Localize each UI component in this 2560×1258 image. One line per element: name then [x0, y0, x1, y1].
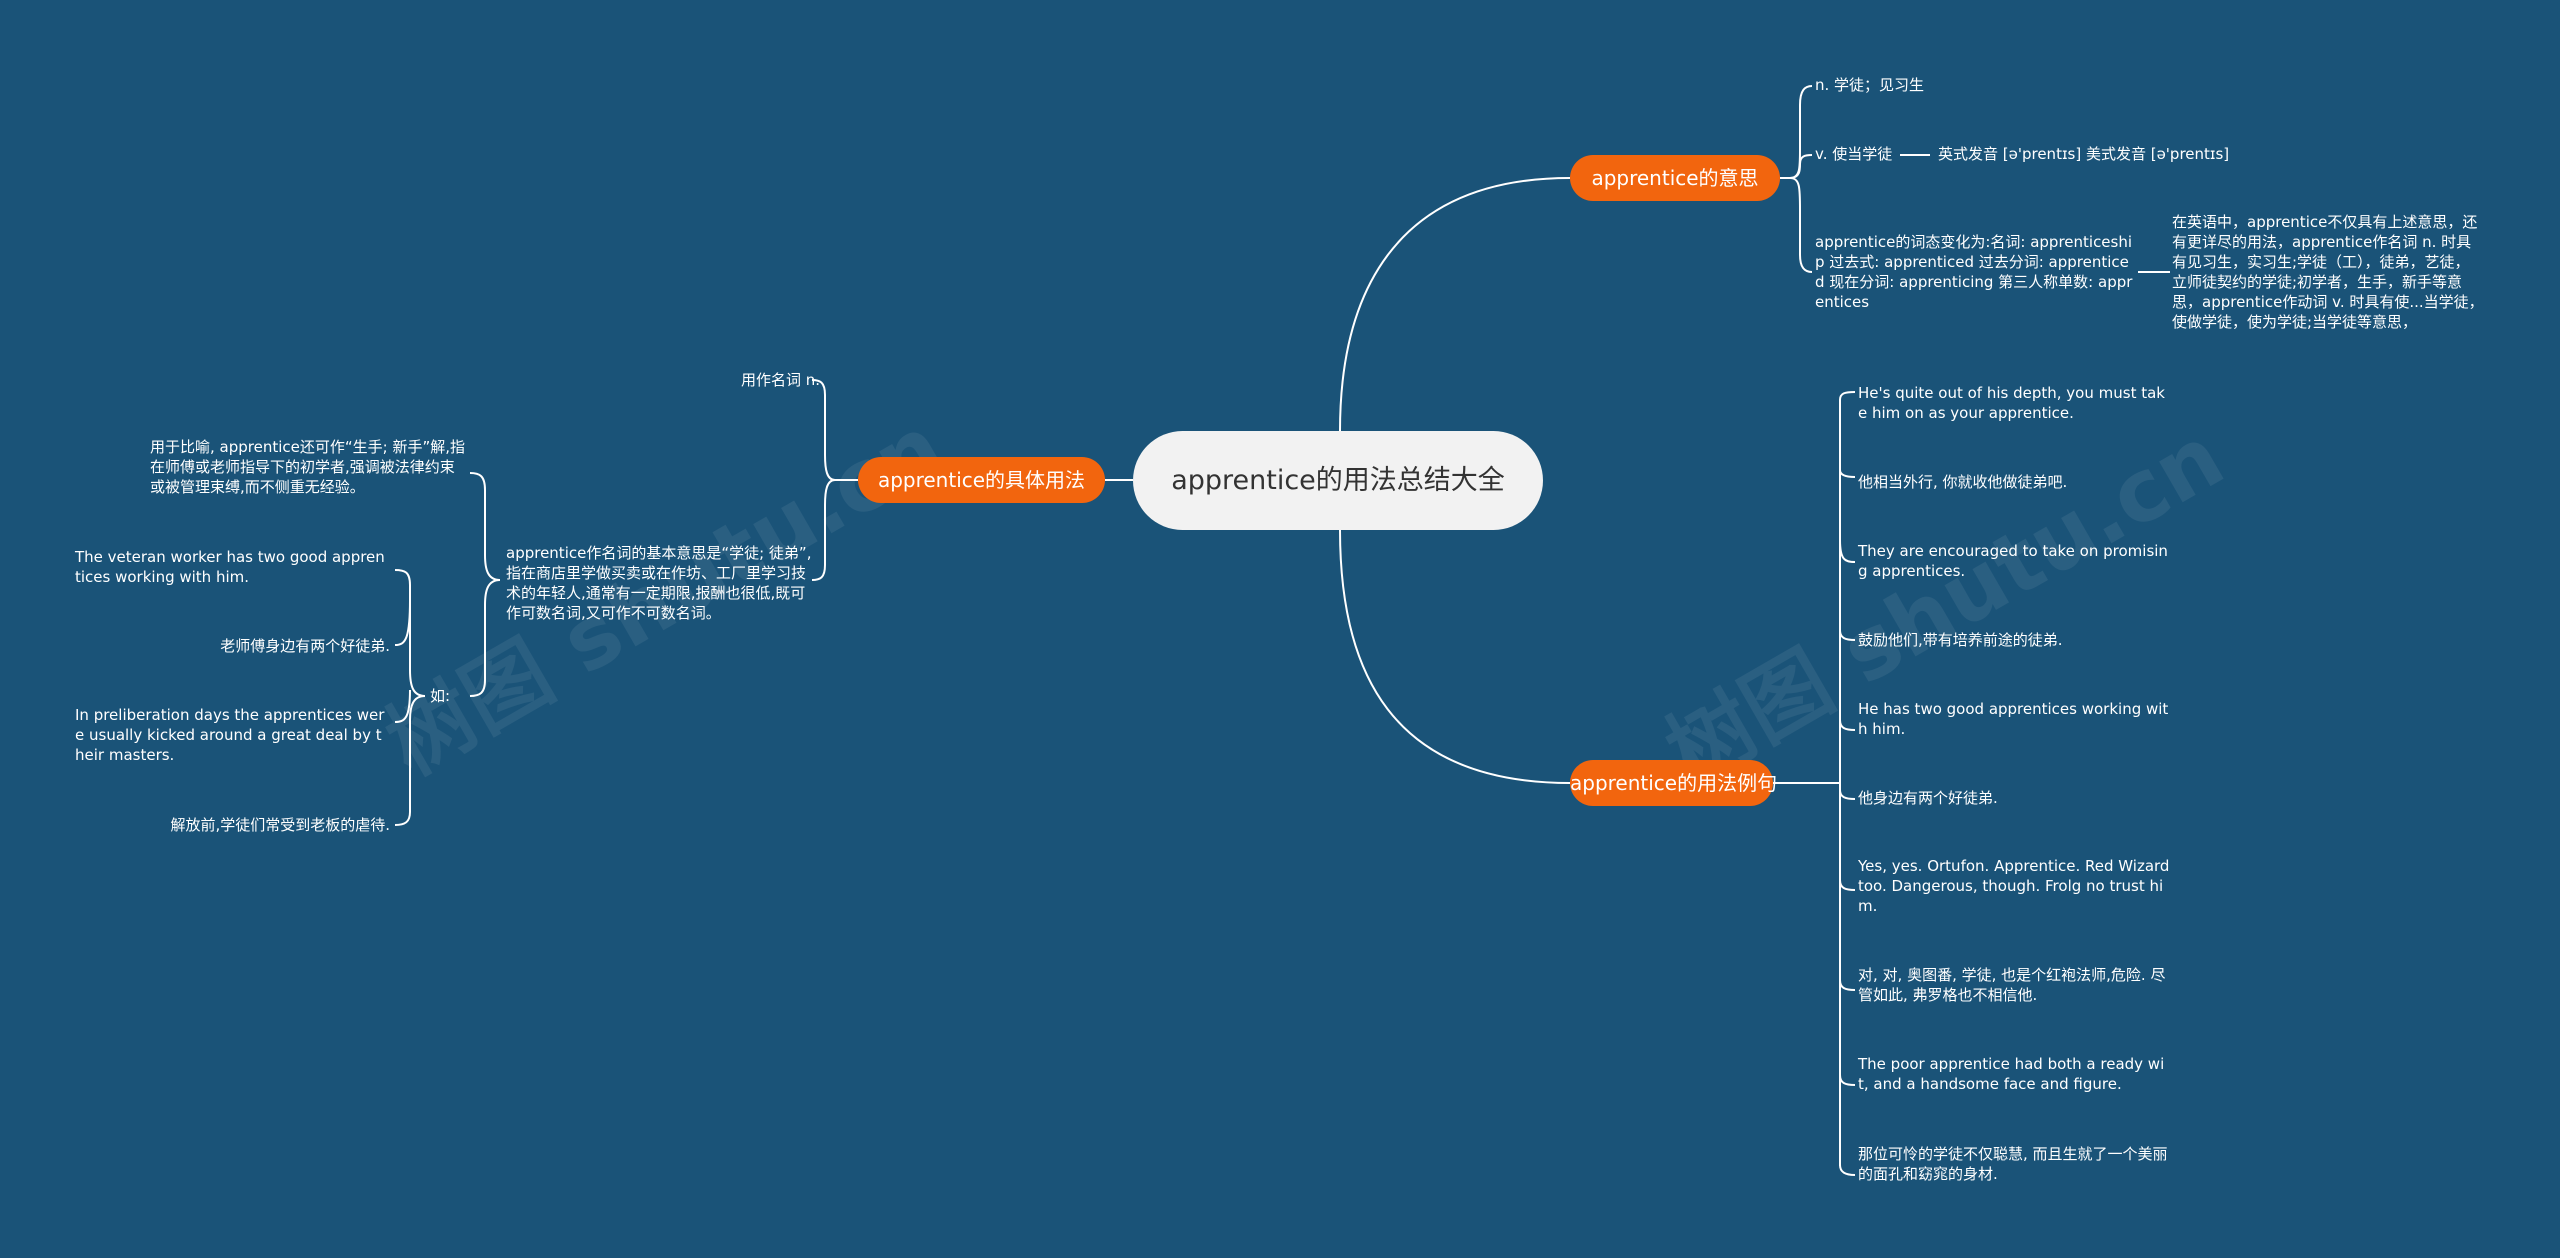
example-sentence[interactable]: He's quite out of his depth, you must ta…	[1858, 384, 2165, 422]
branch-meaning-label: apprentice的意思	[1591, 166, 1759, 190]
meaning-verb[interactable]: v. 使当学徒	[1815, 145, 1893, 163]
usage-ex2-zh[interactable]: 解放前,学徒们常受到老板的虐待.	[170, 816, 390, 834]
example-sentence[interactable]: 鼓励他们,带有培养前途的徒弟.	[1858, 631, 2063, 649]
example-sentence[interactable]: 那位可怜的学徒不仅聪慧, 而且生就了一个美丽的面孔和窈窕的身材.	[1858, 1145, 2168, 1183]
usage-ru[interactable]: 如:	[430, 687, 451, 705]
branch-examples[interactable]: apprentice的用法例句	[1570, 760, 1777, 806]
link-usage-basic	[811, 479, 836, 581]
link-usage-noun	[811, 379, 836, 481]
link-meaning-v	[1789, 154, 1813, 179]
branch-usage-label: apprentice的具体用法	[877, 468, 1086, 492]
example-sentence[interactable]: 他身边有两个好徒弟.	[1858, 789, 1998, 807]
usage-noun-label[interactable]: 用作名词 n.	[740, 371, 820, 389]
link-root-examples	[1339, 529, 1571, 784]
usage-ex1-zh[interactable]: 老师傅身边有两个好徒弟.	[220, 637, 390, 655]
link-root-meaning	[1339, 177, 1571, 432]
root-topic[interactable]: apprentice的用法总结大全	[1133, 431, 1543, 530]
example-sentence[interactable]: The poor apprentice had both a ready wit…	[1858, 1055, 2165, 1093]
example-sentence[interactable]: They are encouraged to take on promising…	[1858, 542, 2168, 580]
branch-examples-label: apprentice的用法例句	[1570, 771, 1778, 795]
example-sentence[interactable]: 他相当外行, 你就收他做徒弟吧.	[1858, 473, 2068, 491]
meaning-forms[interactable]: apprentice的词态变化为:名词: apprenticeship 过去式:…	[1815, 233, 2133, 311]
usage-basic[interactable]: apprentice作名词的基本意思是“学徒; 徒弟”,指在商店里学做买卖或在作…	[506, 544, 812, 622]
usage-metaphor[interactable]: 用于比喻, apprentice还可作“生手; 新手”解,指在师傅或老师指导下的…	[150, 438, 466, 496]
link-basic-metaphor	[469, 472, 501, 581]
usage-ex1-en[interactable]: The veteran worker has two good apprenti…	[75, 548, 385, 586]
link-meaning-forms	[1789, 177, 1813, 273]
root-topic-label: apprentice的用法总结大全	[1171, 464, 1505, 496]
meaning-note[interactable]: 在英语中，apprentice不仅具有上述意思，还有更详尽的用法，apprent…	[2172, 213, 2484, 331]
branch-usage[interactable]: apprentice的具体用法	[858, 457, 1105, 503]
usage-ex2-en[interactable]: In preliberation days the apprentices we…	[75, 706, 385, 764]
meaning-pronunciation[interactable]: 英式发音 [ə'prentɪs] 美式发音 [ə'prentɪs]	[1938, 145, 2230, 163]
example-sentence[interactable]: Yes, yes. Ortufon. Apprentice. Red Wizar…	[1858, 857, 2170, 915]
link-basic-ru	[469, 579, 501, 697]
example-sentence[interactable]: 对, 对, 奥图番, 学徒, 也是个红袍法师,危险. 尽管如此, 弗罗格也不相信…	[1858, 966, 2166, 1004]
branch-meaning[interactable]: apprentice的意思	[1570, 155, 1780, 201]
meaning-noun[interactable]: n. 学徒；见习生	[1815, 76, 1925, 94]
example-sentence[interactable]: He has two good apprentices working with…	[1858, 700, 2169, 738]
